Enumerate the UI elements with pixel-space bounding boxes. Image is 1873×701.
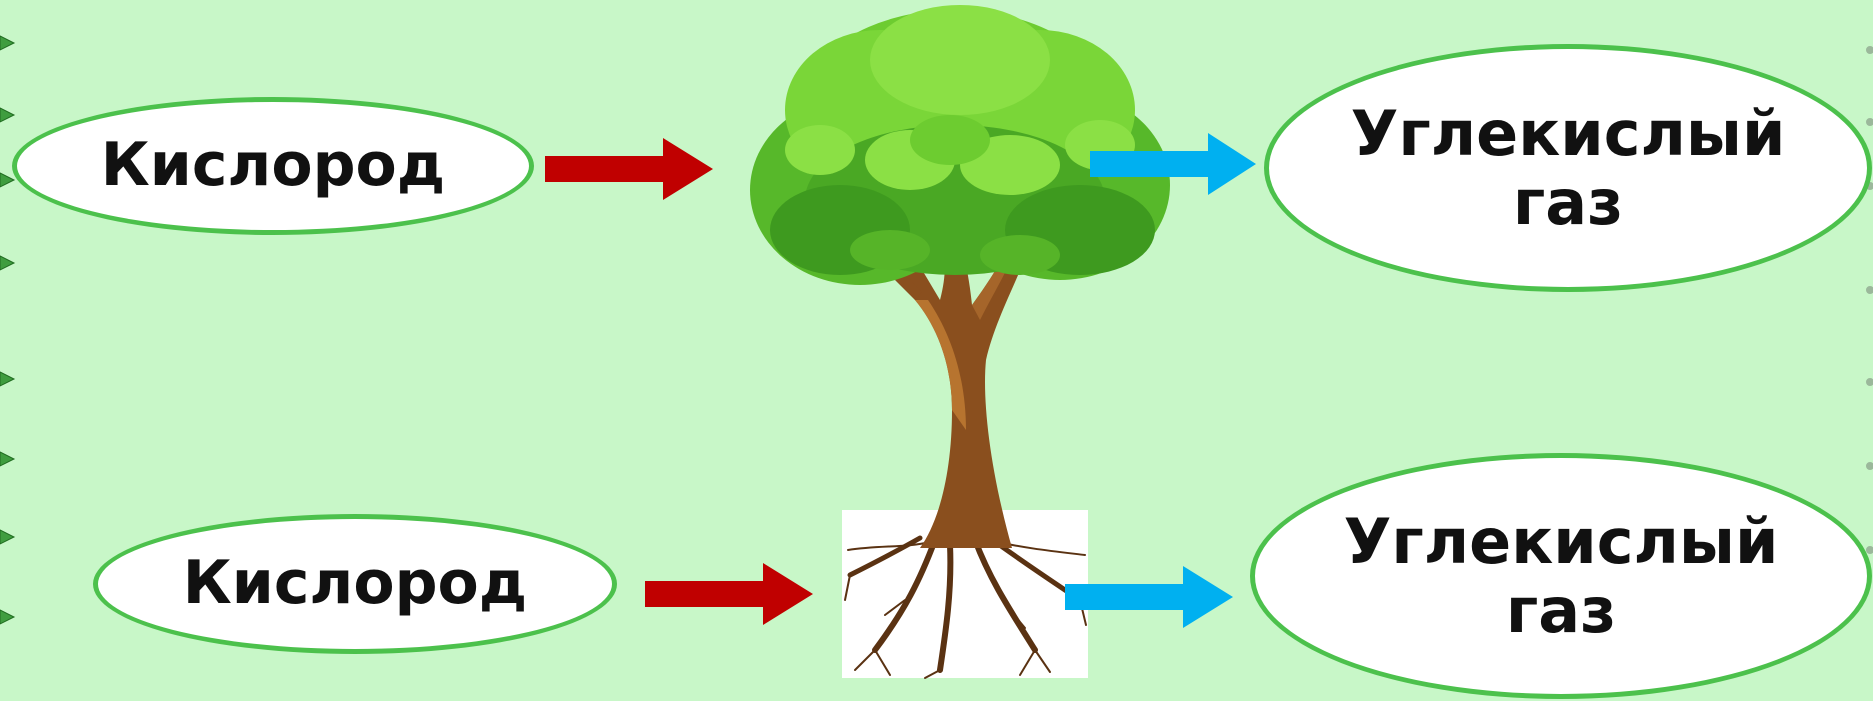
carbon-dioxide-line2-top: газ — [1512, 166, 1624, 239]
tree-illustration — [750, 5, 1170, 679]
left-leaf-border — [0, 35, 16, 625]
arrow-top-in — [545, 138, 713, 200]
oxygen-ellipse-top: Кислород — [12, 97, 534, 235]
oxygen-ellipse-bottom: Кислород — [93, 514, 617, 654]
oxygen-label-top: Кислород — [100, 130, 446, 201]
oxygen-label-bottom: Кислород — [182, 548, 528, 619]
arrow-top-out — [1090, 133, 1256, 195]
carbon-dioxide-line1-bottom: Углекислый — [1343, 504, 1779, 578]
arrow-bottom-in — [645, 563, 813, 625]
tree-crown-icon — [750, 5, 1170, 285]
carbon-dioxide-text-bottom: Углекислый газ — [1343, 504, 1779, 647]
carbon-dioxide-text-top: Углекислый газ — [1350, 96, 1786, 239]
carbon-dioxide-line2-bottom: газ — [1505, 574, 1617, 647]
carbon-dioxide-ellipse-top: Углекислый газ — [1264, 44, 1872, 292]
carbon-dioxide-ellipse-bottom: Углекислый газ — [1250, 453, 1872, 699]
carbon-dioxide-line1-top: Углекислый — [1350, 96, 1786, 170]
arrow-bottom-out — [1065, 566, 1233, 628]
